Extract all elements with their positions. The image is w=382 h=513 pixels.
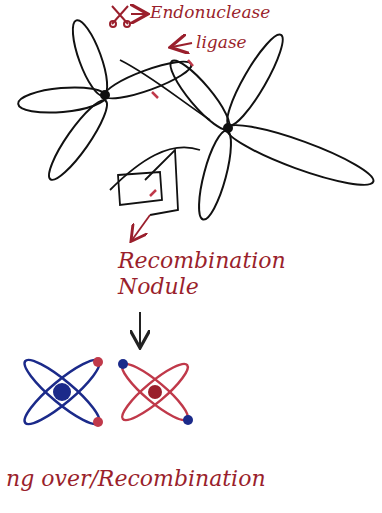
chromosome-right bbox=[163, 29, 378, 222]
chiasma-marks bbox=[150, 60, 193, 196]
enzyme-label: Endonuclease bbox=[150, 2, 270, 22]
recombined-chromosome-left bbox=[18, 353, 106, 432]
crossing-strands bbox=[110, 60, 210, 240]
structure-label: Recombination Nodule bbox=[118, 248, 318, 301]
process-arrow bbox=[139, 312, 141, 346]
recombined-chromosome-right bbox=[116, 357, 193, 426]
enzyme-label: ligase bbox=[196, 32, 247, 52]
chromosome-left bbox=[17, 17, 195, 186]
caption-note: ng over/Recombination bbox=[6, 466, 266, 492]
